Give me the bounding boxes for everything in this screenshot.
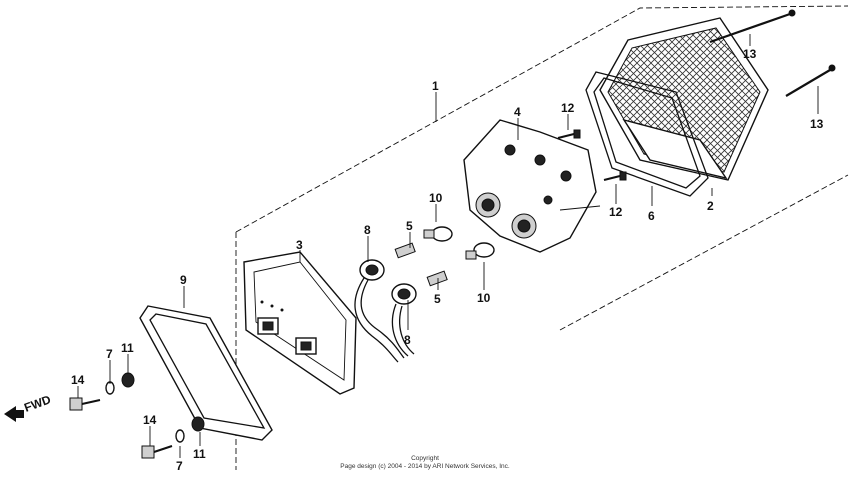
bulb-lower (465, 242, 495, 260)
callout-7-upper: 7 (106, 347, 113, 361)
forward-direction-indicator: FWD (4, 392, 53, 422)
callout-13-lower: 13 (810, 117, 824, 131)
fastener-set-upper (69, 372, 135, 411)
socket-base-plate (463, 119, 601, 253)
copyright-notice: Copyright Page design (c) 2004 - 2014 by… (340, 455, 510, 470)
fastener-set-lower (141, 416, 205, 459)
callout-7-lower: 7 (176, 459, 183, 473)
callout-12-upper: 12 (561, 101, 575, 115)
callout-9: 9 (180, 273, 187, 287)
callout-4: 4 (514, 105, 521, 119)
callout-14-lower: 14 (143, 413, 157, 427)
fwd-label: FWD (22, 392, 53, 415)
socket-5-lower (426, 270, 448, 287)
reflector-housing (243, 251, 357, 395)
callout-10-lower: 10 (477, 291, 491, 305)
socket-5-upper (394, 242, 416, 259)
callout-5-upper: 5 (406, 219, 413, 233)
callout-13-upper: 13 (743, 47, 757, 61)
lens-gasket (585, 71, 709, 197)
screw-12-lower (603, 171, 627, 181)
callout-8-lower: 8 (404, 333, 411, 347)
callout-11-lower: 11 (193, 447, 206, 461)
callout-1: 1 (432, 79, 439, 93)
copyright-line-2: Page design (c) 2004 - 2014 by ARI Netwo… (340, 463, 510, 470)
long-screw-lower (785, 64, 836, 97)
callout-11-upper: 11 (121, 341, 134, 355)
callout-2: 2 (707, 199, 714, 213)
callout-labels: 1 2 3 4 5 5 6 7 7 8 8 9 10 10 11 11 12 1… (71, 47, 824, 473)
bulb-upper (423, 226, 453, 242)
copyright-line-1: Copyright (411, 455, 439, 462)
taillight-lens (599, 17, 769, 181)
callout-6: 6 (648, 209, 655, 223)
callout-8-upper: 8 (364, 223, 371, 237)
callout-10-upper: 10 (429, 191, 443, 205)
arrow-left-icon (4, 406, 24, 422)
frame-bezel (139, 305, 273, 441)
callout-12-lower: 12 (609, 205, 623, 219)
callout-3: 3 (296, 238, 303, 252)
screw-12-upper (557, 129, 581, 139)
callout-14-upper: 14 (71, 373, 85, 387)
leader-lines (77, 34, 819, 458)
socket-wire-lower (391, 283, 417, 357)
long-screw-upper (709, 9, 796, 44)
callout-5-lower: 5 (434, 292, 441, 306)
socket-wire-upper (354, 259, 405, 363)
